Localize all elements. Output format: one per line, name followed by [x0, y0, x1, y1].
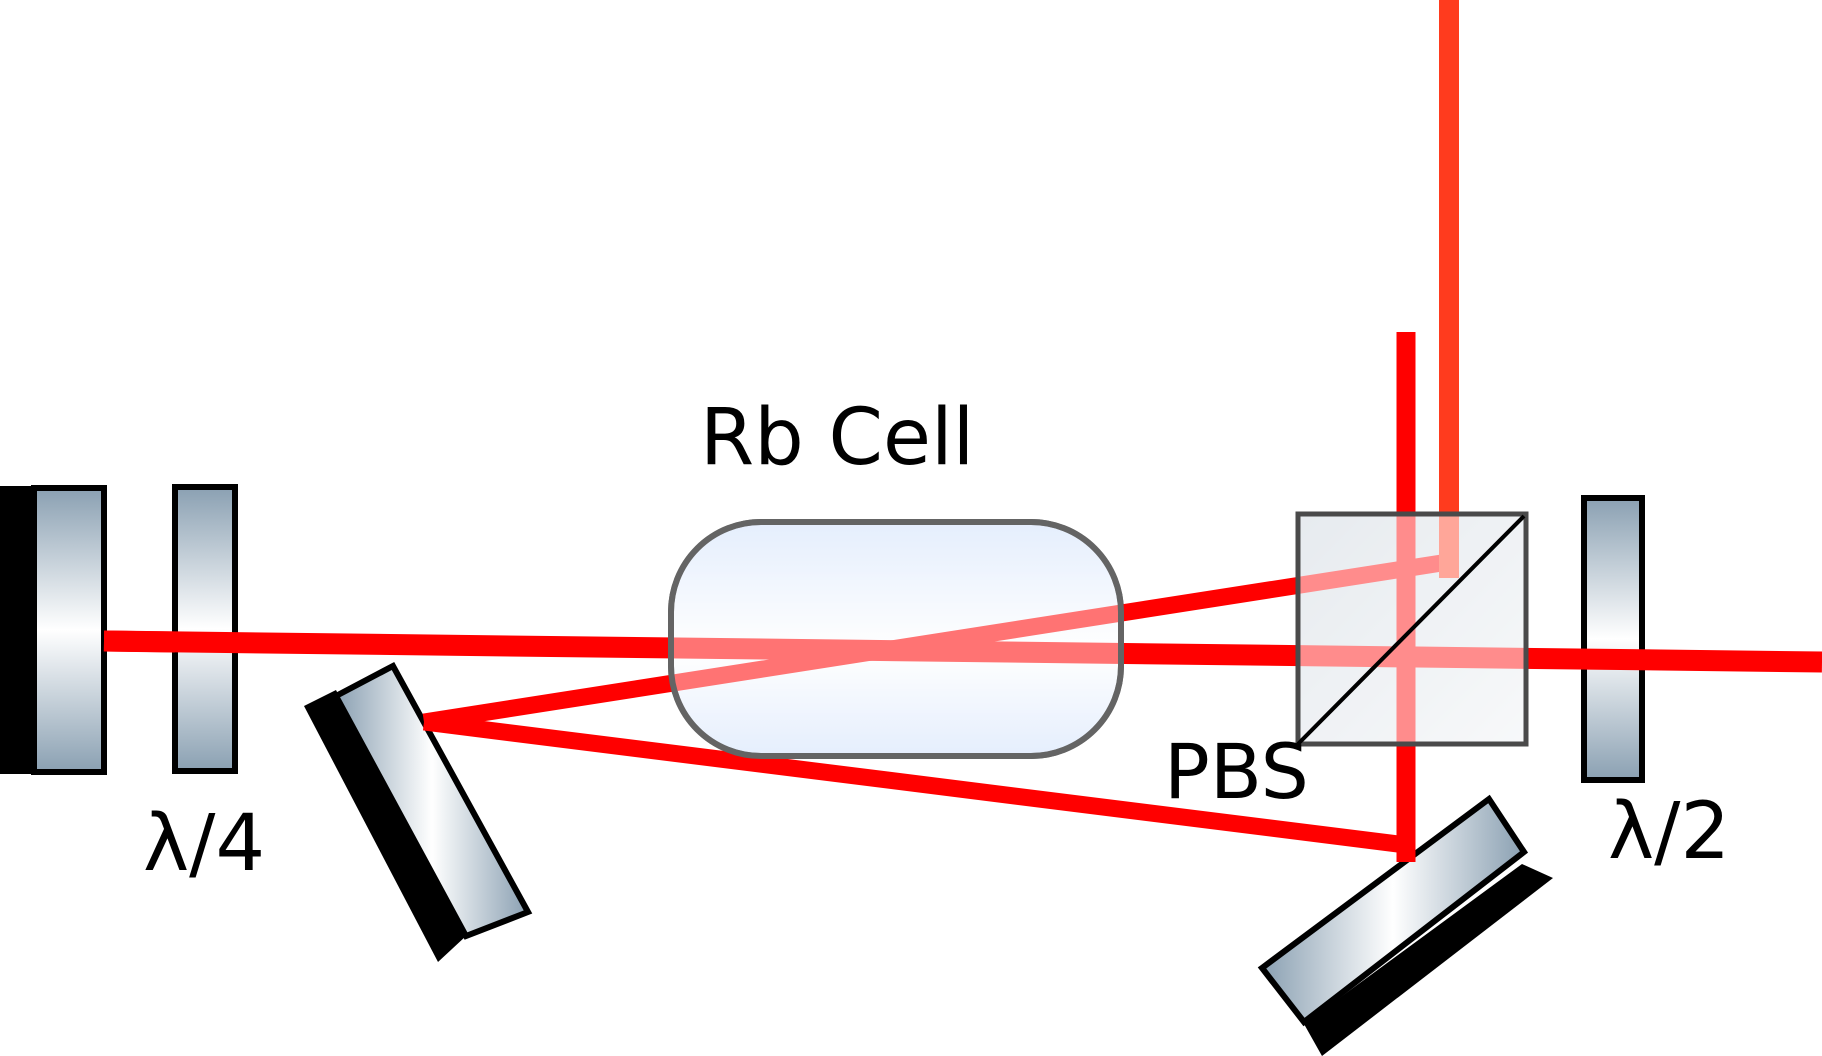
quarter-wave-plate [172, 484, 238, 774]
half-wave-plate [1581, 495, 1645, 783]
pbs-overlay-diagonal [1296, 514, 1526, 746]
back-mirror-backing [0, 486, 34, 774]
back-mirror [0, 485, 107, 775]
left-mirror-glass [331, 661, 533, 940]
pbs-label: PBS [1164, 727, 1309, 816]
quarter-wave-label: λ/4 [143, 799, 265, 889]
laser-beams [103, 0, 1822, 862]
half-wave-label: λ/2 [1608, 787, 1730, 877]
beam-mirror-to-plate [103, 630, 176, 653]
bottom-mirror-backing [1304, 864, 1553, 1056]
left-angled-mirror [304, 661, 533, 962]
back-mirror-glass [31, 485, 107, 775]
rb-cell-glass-overlay [668, 519, 1124, 759]
beam-main-horizontal [103, 630, 1822, 673]
rb-cell-label: Rb Cell [700, 393, 974, 483]
beam-lower-diagonal [422, 713, 1408, 854]
beam-upper-diagonal [422, 553, 1450, 731]
pbs-glass-overlay [1295, 511, 1529, 747]
left-mirror-backing [304, 690, 466, 962]
